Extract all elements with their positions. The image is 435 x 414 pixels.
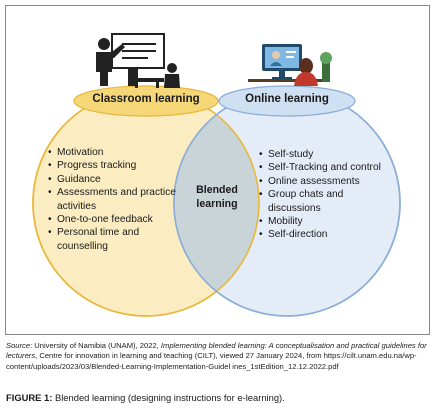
source-title: Implementing blended learning: A concept… (6, 341, 427, 361)
classroom-header-ellipse (73, 85, 219, 117)
online-learning-list: Self-studySelf-Tracking and controlOnlin… (259, 148, 389, 242)
figure-caption: FIGURE 1: Blended learning (designing in… (6, 392, 285, 403)
blended-label-line2: learning (196, 198, 238, 210)
classroom-learning-list-item: Motivation (48, 146, 176, 160)
online-learning-list-item: Group chats and discussions (259, 188, 389, 215)
person-at-computer-icon (248, 44, 332, 86)
online-learning-list-item: Self-study (259, 148, 389, 162)
online-header-ellipse (218, 85, 356, 117)
figure-label: FIGURE 1: (6, 392, 53, 403)
online-learning-list-item: Mobility (259, 215, 389, 229)
online-learning-title: Online learning (245, 93, 329, 105)
source-text-2: , Centre for innovation in learning and … (6, 351, 417, 371)
online-learning-list-item: Self-direction (259, 228, 389, 242)
classroom-learning-list-item: Progress tracking (48, 159, 176, 173)
classroom-learning-list-item: Guidance (48, 173, 176, 187)
source-label: Source (6, 341, 31, 350)
classroom-learning-title: Classroom learning (92, 93, 200, 105)
blended-label-line1: Blended (196, 184, 238, 196)
figure-text: Blended learning (designing instructions… (52, 392, 285, 403)
blended-learning-label: Blended learning (184, 183, 250, 211)
blended-overlap-region (174, 90, 259, 316)
source-text-1: : University of Namibia (UNAM), 2022, (30, 341, 161, 350)
teacher-whiteboard-icon (96, 33, 180, 88)
classroom-learning-list-item: One-to-one feedback (48, 213, 176, 227)
online-learning-list-item: Self-Tracking and control (259, 161, 389, 175)
online-learning-list-item: Online assessments (259, 175, 389, 189)
figure-frame (5, 5, 430, 335)
source-caption: Source: University of Namibia (UNAM), 20… (6, 341, 430, 372)
classroom-learning-list-item: Personal time and counselling (48, 226, 176, 253)
classroom-learning-list-item: Assessments and practice activities (48, 186, 176, 213)
classroom-learning-list: MotivationProgress trackingGuidanceAsses… (48, 146, 176, 253)
